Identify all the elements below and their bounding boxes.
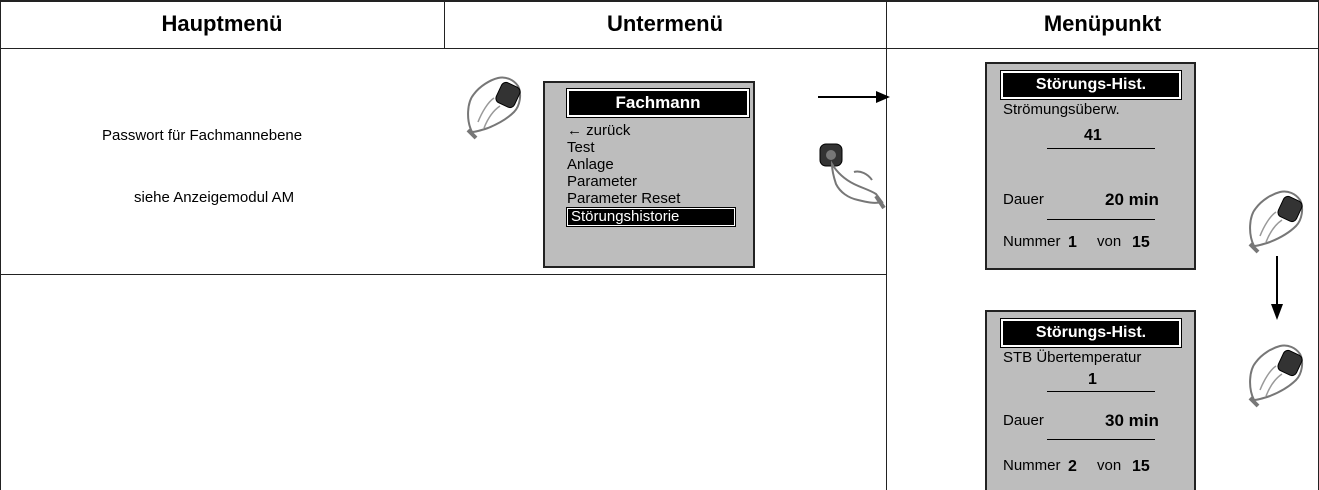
arrow-down-icon [1271,256,1283,320]
screen-1-rule-2 [1047,219,1155,220]
menu-item-anlage[interactable]: Anlage [567,156,614,173]
screen-2-total: 15 [1132,458,1150,475]
arrow-right-icon [818,91,890,103]
screen-1-title: Störungs-Hist. [1000,70,1182,100]
menu-display: Fachmann ← zurück Test Anlage Parameter … [543,81,755,268]
screen-2-code: 1 [1088,371,1097,388]
screen-2-rule-1 [1047,391,1155,392]
screen-1-fault: Strömungsüberw. [1003,101,1120,118]
menu-item-parameter-reset[interactable]: Parameter Reset [567,190,681,207]
column-divider-2 [886,0,887,490]
hand-turning-knob-icon [466,76,522,140]
screen-1-number: 1 [1068,234,1077,251]
row-divider [0,274,886,275]
screen-1-rule-1 [1047,148,1155,149]
screen-2-duration-label: Dauer [1003,412,1044,429]
screen-2-number: 2 [1068,458,1077,475]
menu-item-parameter[interactable]: Parameter [567,173,638,190]
menu-item-stoerungshistorie[interactable]: Störungshistorie [566,207,736,227]
screen-1-duration-label: Dauer [1003,191,1044,208]
menu-item-test[interactable]: Test [567,139,595,156]
screen-2-duration-value: 30 min [1105,411,1159,430]
table-top-border [0,0,1319,2]
screen-2-of-label: von [1097,457,1122,474]
menu-title: Fachmann [566,88,750,118]
screen-1-duration-value: 20 min [1105,190,1159,209]
hand-turning-knob-icon [1248,344,1304,408]
screen-1-code: 41 [1084,127,1102,144]
screen-2-number-label: Nummer [1003,457,1061,474]
screen-2-fault: STB Übertemperatur [1003,349,1142,366]
display-module-text: siehe Anzeigemodul AM [134,189,295,206]
menu-item-back[interactable]: ← zurück [567,122,631,139]
header-hauptmenue: Hauptmenü [0,0,444,49]
screen-1-total: 15 [1132,234,1150,251]
fault-history-display-2: Störungs-Hist. STB Übertemperatur 1 Daue… [985,310,1196,490]
password-text: Passwort für Fachmannebene [102,127,303,144]
fault-history-display-1: Störungs-Hist. Strömungsüberw. 41 Dauer … [985,62,1196,270]
header-menuepunkt: Menüpunkt [886,0,1319,49]
hand-turning-knob-icon [1248,190,1304,254]
screen-1-of-label: von [1097,233,1122,250]
screen-2-rule-2 [1047,439,1155,440]
table-left-border [0,0,1,490]
column-divider-1 [444,0,445,48]
hand-pressing-knob-icon [819,143,886,210]
screen-2-title: Störungs-Hist. [1000,318,1182,348]
header-untermenue: Untermenü [444,0,886,49]
screen-1-number-label: Nummer [1003,233,1061,250]
